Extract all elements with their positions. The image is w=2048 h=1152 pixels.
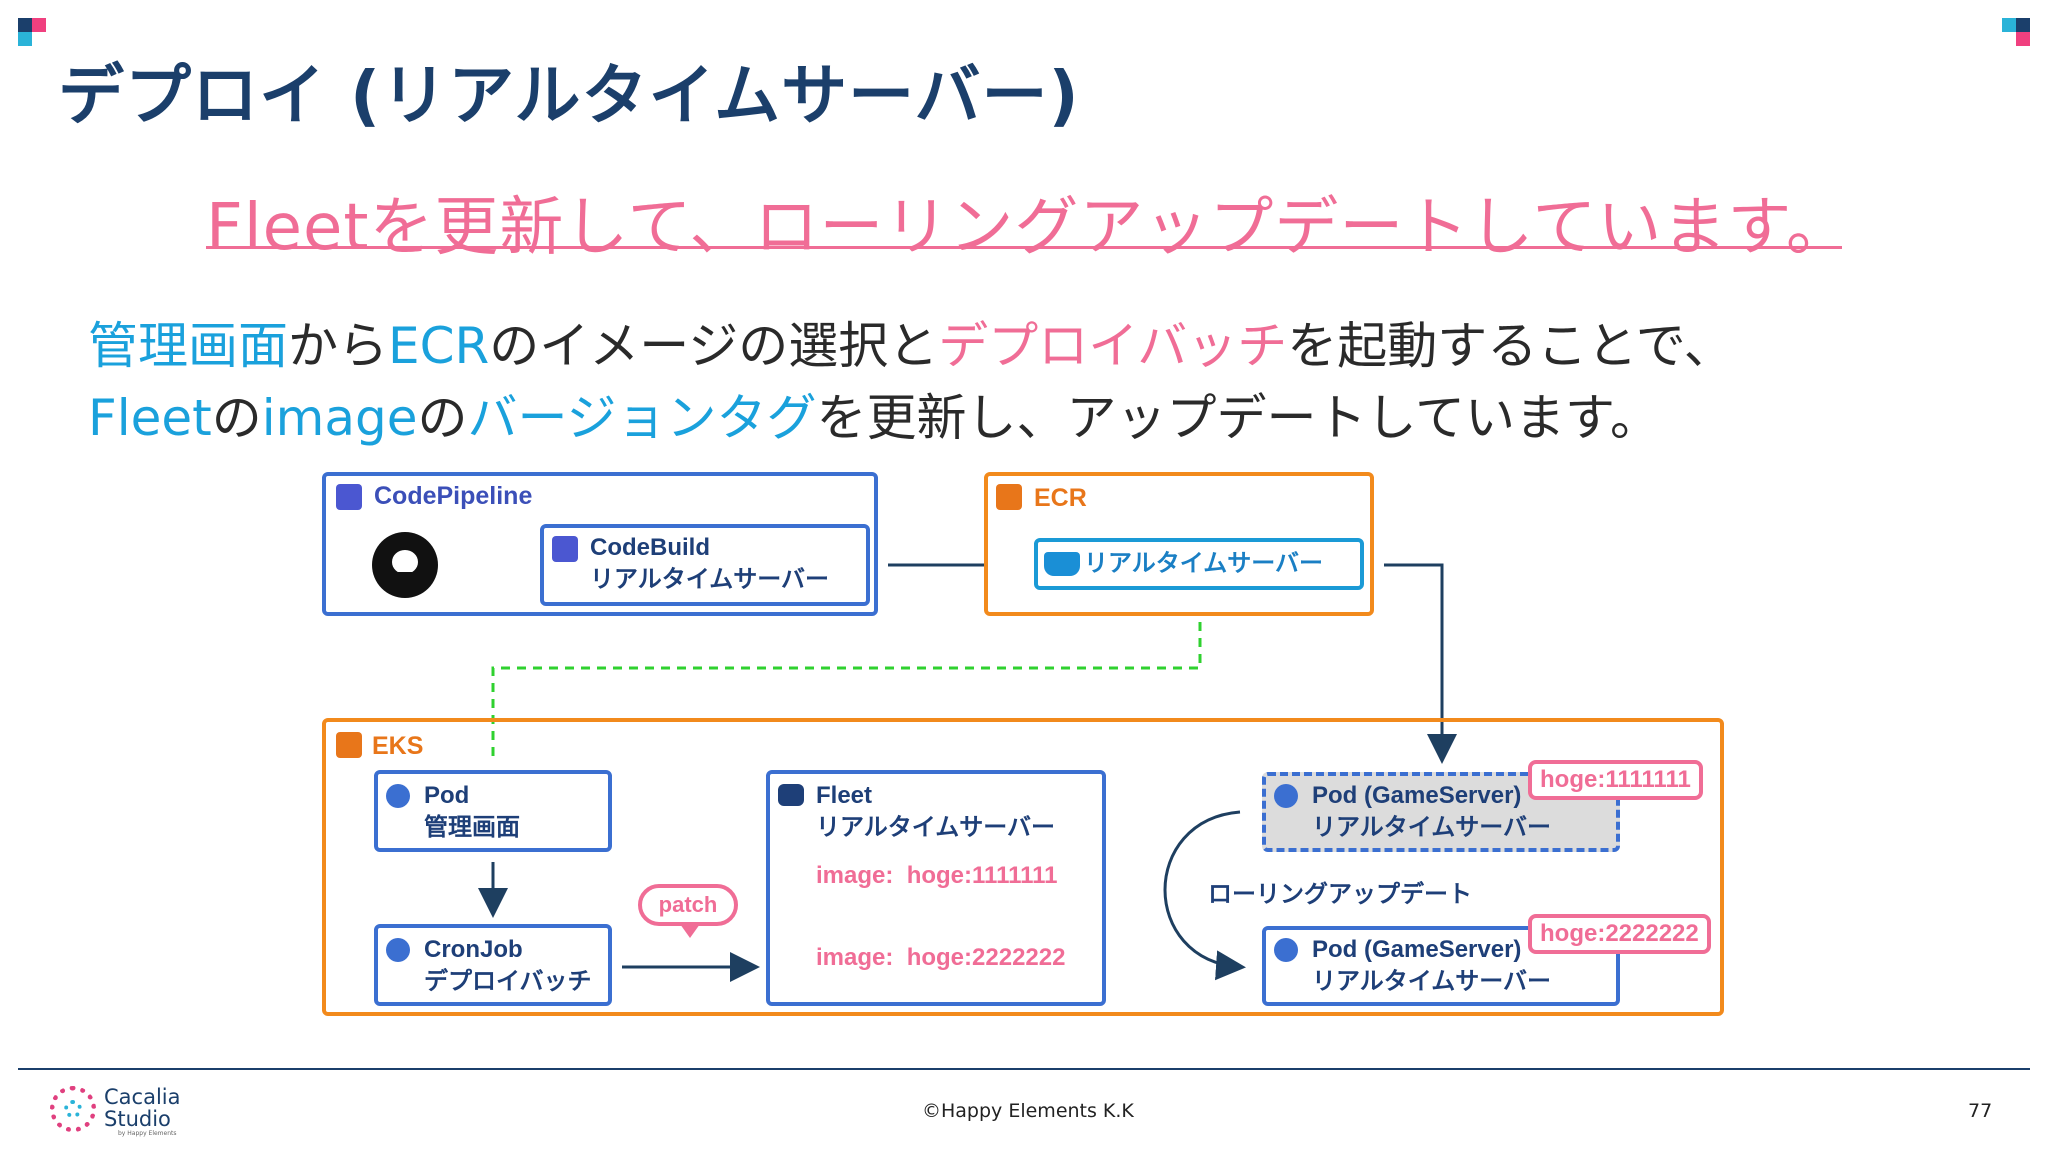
logo-line1: Cacalia (104, 1085, 181, 1109)
arrow-rolling-update (1163, 810, 1246, 981)
fleet-subtitle: リアルタイムサーバー (816, 814, 1056, 841)
fleet-node (766, 770, 1106, 1006)
footer-divider (18, 1068, 2030, 1070)
codebuild-icon (552, 536, 578, 562)
cronjob-icon (386, 938, 410, 962)
gameserver-old-title: Pod (GameServer) (1312, 782, 1522, 809)
gameserver-old-tag: hoge:1111111 (1528, 760, 1703, 800)
codebuild-title: CodeBuild (590, 534, 710, 561)
dashed-ecr-to-admin (491, 622, 1202, 758)
fleet-image-new-key: image: (816, 944, 894, 971)
patch-label: patch (658, 892, 718, 917)
body-line-1: 管理画面からECRのイメージの選択とデプロイバッチを起動することで、 (88, 306, 1734, 378)
body-highlight-admin: 管理画面 (88, 317, 288, 375)
fleet-icon (778, 784, 804, 806)
admin-pod-title: Pod (424, 782, 470, 809)
gameserver-old-subtitle: リアルタイムサーバー (1312, 814, 1552, 841)
logo-line2: Studio (104, 1107, 171, 1131)
slide-title: デプロイ (リアルタイムサーバー) (58, 57, 1080, 134)
slide-subtitle: Fleetを更新して、ローリングアップデートしています。 (206, 191, 1851, 265)
admin-pod-text: Pod 管理画面 (424, 780, 520, 844)
body-highlight-image: image (261, 389, 418, 447)
gameserver-new-title: Pod (GameServer) (1312, 936, 1522, 963)
gameserver-new-subtitle: リアルタイムサーバー (1312, 968, 1552, 995)
patch-bubble: patch (638, 884, 738, 926)
corner-deco-topleft (18, 18, 46, 46)
admin-pod-node (374, 770, 612, 852)
fleet-image-new: image: hoge:2222222 (816, 944, 1065, 972)
ecr-label: ECR (1034, 484, 1087, 512)
eks-label: EKS (372, 732, 424, 760)
fleet-image-new-value: hoge:2222222 (906, 944, 1066, 971)
body-text: の (417, 389, 468, 447)
pod-icon (386, 784, 410, 808)
body-text: を更新し、アップデートしています。 (816, 389, 1661, 447)
subtitle-underline (206, 246, 1842, 249)
body-line-2: Fleetのimageのバージョンタグを更新し、アップデートしています。 (88, 378, 1660, 450)
fleet-image-old-value: hoge:1111111 (906, 862, 1058, 889)
github-icon (372, 532, 438, 598)
codebuild-text: CodeBuild リアルタイムサーバー (590, 532, 829, 596)
body-text: から (288, 317, 388, 375)
body-highlight-deploy-batch: デプロイバッチ (938, 317, 1288, 375)
fleet-image-old-key: image: (816, 862, 894, 889)
gameserver-new-text: Pod (GameServer) リアルタイムサーバー (1312, 934, 1551, 998)
logo-by: by Happy Elements (118, 1130, 177, 1137)
logo-icon (50, 1086, 96, 1132)
codebuild-subtitle: リアルタイムサーバー (590, 566, 830, 593)
gameserver-new-tag: hoge:2222222 (1528, 914, 1711, 954)
fleet-image-old: image: hoge:1111111 (816, 862, 1058, 890)
arrow-ecr-to-gameserver (1384, 563, 1457, 764)
eks-group (322, 718, 1724, 1016)
fleet-title: Fleet (816, 782, 873, 809)
page-number: 77 (1968, 1100, 1993, 1122)
logo-text: Cacalia Studio (104, 1086, 180, 1130)
corner-deco-topright (2002, 18, 2030, 46)
cronjob-node (374, 924, 612, 1006)
cronjob-text: CronJob デプロイバッチ (424, 934, 592, 998)
ecr-icon (996, 484, 1022, 510)
body-highlight-ecr: ECR (388, 317, 490, 375)
codepipeline-label: CodePipeline (374, 482, 533, 510)
fleet-text: Fleet リアルタイムサーバー (816, 780, 1055, 844)
body-text: を起動することで、 (1287, 317, 1734, 375)
eks-icon (336, 732, 362, 758)
copyright: ©Happy Elements K.K (922, 1100, 1134, 1122)
body-text: の (211, 389, 262, 447)
gameserver-new-icon (1274, 938, 1298, 962)
body-highlight-fleet: Fleet (88, 389, 212, 447)
admin-pod-subtitle: 管理画面 (424, 814, 520, 841)
body-highlight-version-tag: バージョンタグ (467, 389, 817, 447)
cronjob-title: CronJob (424, 936, 523, 963)
docker-icon (1044, 552, 1080, 576)
gameserver-old-icon (1274, 784, 1298, 808)
body-text: のイメージの選択と (489, 317, 939, 375)
ecr-repo-label: リアルタイムサーバー (1084, 550, 1324, 577)
cronjob-subtitle: デプロイバッチ (424, 968, 592, 995)
codepipeline-icon (336, 484, 362, 510)
rolling-update-label: ローリングアップデート (1208, 881, 1472, 908)
patch-bubble-tail (680, 924, 700, 938)
codebuild-node (540, 524, 870, 606)
gameserver-old-text: Pod (GameServer) リアルタイムサーバー (1312, 780, 1551, 844)
ecr-repo-node (1034, 538, 1364, 590)
